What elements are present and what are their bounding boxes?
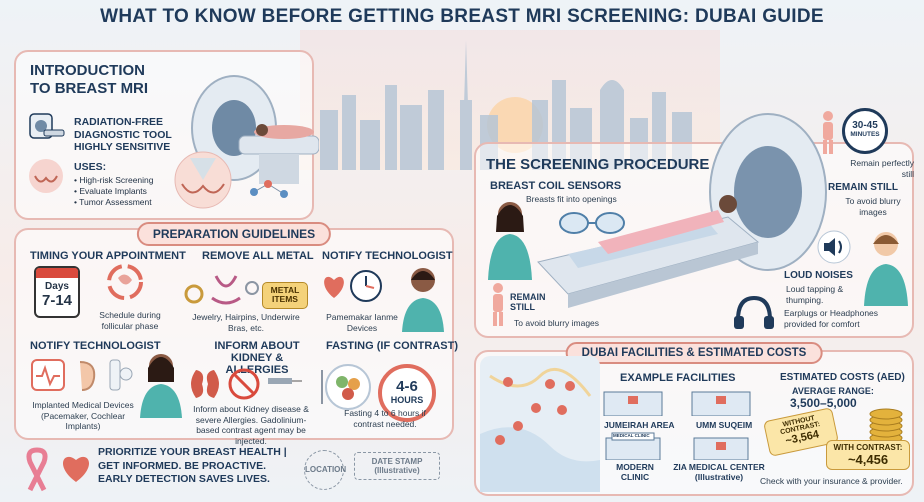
kidney-allergies-text: Inform about Kidney disease & severe All… <box>193 404 309 446</box>
timing-heading: TIMING YOUR APPOINTMENT <box>30 250 186 262</box>
timer-unit: MINUTES <box>850 131 880 138</box>
breast-icon <box>29 159 63 193</box>
coil-sensors-heading: BREAST COIL SENSORS <box>490 180 622 192</box>
loud-noises-heading: LOUD NOISES <box>784 270 853 281</box>
blurry-text-left: To avoid blurry images <box>514 318 600 328</box>
page-title: WHAT TO KNOW BEFORE GETTING BREAST MRI S… <box>100 6 824 27</box>
breast-coil-icon <box>559 212 625 234</box>
medical-clinic-sign: MEDICAL CLINIC <box>613 433 650 438</box>
days-value: 7-14 <box>41 292 73 309</box>
kidney-allergies-heading: INFORM ABOUT KIDNEY & ALLERGIES <box>214 340 300 376</box>
earplugs-text: Earplugs or Headphones provided for comf… <box>784 308 879 329</box>
metal-items-tag: METAL ITEMS <box>262 282 308 309</box>
breast-scan-illustration <box>174 151 232 209</box>
heart-device-icon <box>324 270 382 302</box>
average-range-label: AVERAGE RANGE: <box>792 386 874 396</box>
remain-still-left: REMAIN STILL <box>510 292 546 312</box>
with-contrast-tag: WITH CONTRAST: ~4,456 <box>826 440 910 470</box>
remain-perfectly-text: Remain perfectly still <box>850 158 914 179</box>
average-range-value: 3,500–5,000 <box>790 396 857 410</box>
coil-sensors-text: Breasts fit into openings <box>526 194 617 204</box>
body-outline-icon-2 <box>823 111 833 154</box>
facility-name: ZIA MEDICAL CENTER (Illustrative) <box>673 462 765 482</box>
list-item: • Evaluate Implants <box>74 186 147 197</box>
dubai-banner: DUBAI FACILITIES & ESTIMATED COSTS <box>565 342 823 364</box>
intro-title: INTRODUCTION TO BREAST MRI <box>30 62 149 97</box>
mri-scanner-icon <box>29 113 65 139</box>
jewelry-icon <box>184 275 259 305</box>
timing-text: Schedule during follicular phase <box>99 310 161 331</box>
technologist-avatar <box>402 268 444 332</box>
fasting-hours-value: 4-6 <box>396 378 418 395</box>
calendar-icon: Days 7-14 <box>34 266 80 318</box>
date-stamp: DATE STAMP (Illustrative) <box>354 452 440 480</box>
heart-icon <box>62 456 90 482</box>
notify-text-2: Implanted Medical Devices (Pacemaker, Co… <box>32 400 134 432</box>
fasting-text: Fasting 4 to 6 hours if contrast needed. <box>344 408 426 429</box>
with-contrast-value: ~4,456 <box>847 452 889 467</box>
costs-heading: ESTIMATED COSTS (AED) <box>780 372 905 383</box>
notify-technologist-heading-2: NOTIFY TECHNOLOGIST <box>30 340 161 352</box>
technologist-avatar-4 <box>864 232 908 306</box>
list-item: • High-risk Screening <box>74 175 154 185</box>
map-illustration <box>480 356 600 492</box>
insurance-check-text: Check with your insurance & provider. <box>760 476 903 486</box>
cycle-icon <box>107 264 143 300</box>
coins-icon <box>869 408 903 444</box>
facilities-heading: EXAMPLE FACILITIES <box>620 372 736 384</box>
mri-machine-illustration <box>191 75 319 184</box>
fasting-heading: FASTING (IF CONTRAST) <box>326 340 458 352</box>
facility-building-2 <box>691 391 751 416</box>
facility-building-4 <box>693 437 749 460</box>
duration-timer: 30-45 MINUTES <box>842 108 888 154</box>
preparation-banner: PREPARATION GUIDELINES <box>136 222 332 246</box>
uses-label: USES: <box>74 161 107 173</box>
uses-list: • High-risk Screening • Evaluate Implant… <box>74 175 154 208</box>
motto-text: PRIORITIZE YOUR BREAST HEALTH | GET INFO… <box>98 446 287 486</box>
facility-name: UMM SUQEIM <box>696 420 753 430</box>
mri-patient-illustration <box>537 113 827 308</box>
food-plate-icon <box>321 364 371 410</box>
technologist-avatar-2 <box>140 354 182 418</box>
with-contrast-label: WITH CONTRAST: <box>833 443 903 452</box>
highly-sensitive-text: HIGHLY SENSITIVE <box>74 141 171 153</box>
loud-noises-text: Loud tapping & thumping. <box>786 284 844 305</box>
timer-value: 30-45 <box>852 120 878 131</box>
blurry-text-right: To avoid blurry images <box>845 196 901 217</box>
facility-name: MODERN CLINIC <box>616 462 654 482</box>
headphones-icon <box>734 295 774 329</box>
radiation-free-text: RADIATION-FREE DIAGNOSTIC TOOL <box>74 116 172 141</box>
dubai-skyline-illustration <box>300 30 720 170</box>
remove-metal-heading: REMOVE ALL METAL <box>202 250 314 262</box>
facility-building-3 <box>605 432 661 460</box>
list-item: • Tumor Assessment <box>74 197 152 208</box>
remain-still-right: REMAIN STILL <box>828 182 898 193</box>
kidney-allergy-icons <box>191 368 302 400</box>
location-stamp: LOCATION <box>304 450 346 490</box>
pink-ribbon-icon <box>26 447 48 492</box>
notify-technologist-heading: NOTIFY TECHNOLOGIST <box>322 250 453 262</box>
fasting-hours-badge: 4-6 HOURS <box>378 364 436 422</box>
remove-metal-text: Jewelry, Hairpins, Underwire Bras, etc. <box>192 312 300 333</box>
fasting-hours-unit: HOURS <box>390 395 424 405</box>
body-outline-icon <box>493 283 503 326</box>
notify-text-1: Pamemakar Ianme Devices <box>326 312 398 333</box>
molecule-icon <box>250 180 288 198</box>
speaker-icon <box>817 230 851 264</box>
facility-name: JUMEIRAH AREA <box>604 420 675 430</box>
days-label: Days <box>45 281 69 292</box>
procedure-title: THE SCREENING PROCEDURE <box>486 156 710 173</box>
technologist-avatar-3 <box>488 202 532 280</box>
implant-icons <box>31 359 133 391</box>
facility-building-1 <box>603 391 663 416</box>
